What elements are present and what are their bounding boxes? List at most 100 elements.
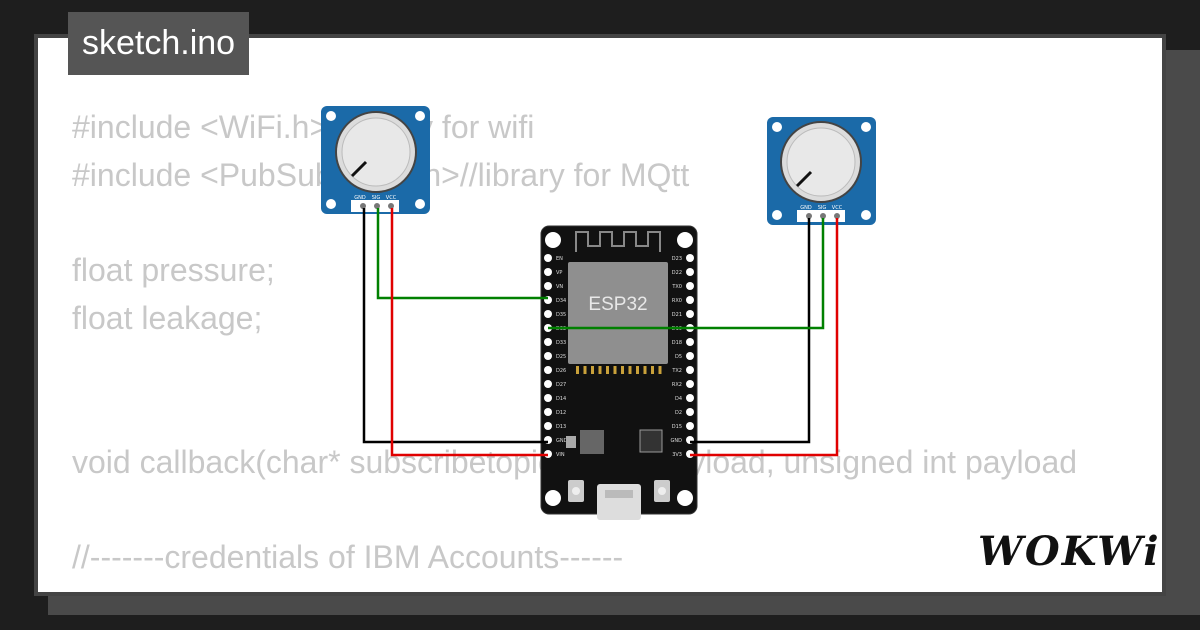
usb-port bbox=[597, 484, 641, 520]
chip-pad bbox=[598, 366, 602, 374]
header-pin[interactable] bbox=[544, 310, 552, 318]
header-pin-label: VP bbox=[556, 270, 562, 276]
header-pin[interactable] bbox=[544, 282, 552, 290]
header-pin[interactable] bbox=[686, 394, 694, 402]
chip-pad bbox=[651, 366, 654, 374]
header-pin-label: D26 bbox=[556, 368, 566, 374]
header-pin-label: D13 bbox=[556, 424, 566, 430]
header-pin[interactable] bbox=[544, 380, 552, 388]
header-pin-label: D18 bbox=[672, 340, 682, 346]
wires bbox=[362, 208, 839, 457]
header-pin-label: D12 bbox=[556, 410, 566, 416]
esp32-board[interactable]: ESP32 ENVPVND34D35D32D33D25D26D27D14D12D… bbox=[540, 225, 698, 520]
header-pin-label: RX2 bbox=[672, 382, 682, 388]
pin-label-vcc: VCC bbox=[832, 205, 843, 211]
button-cap bbox=[572, 487, 580, 495]
header-pin-label: D14 bbox=[556, 396, 566, 402]
esp32-chip-label: ESP32 bbox=[588, 294, 647, 315]
pin-label-sig: SIG bbox=[372, 195, 381, 201]
potentiometer-right[interactable]: GND SIG VCC bbox=[767, 117, 876, 225]
header-pin[interactable] bbox=[686, 408, 694, 416]
header-pin[interactable] bbox=[544, 408, 552, 416]
header-pin-label: D15 bbox=[672, 424, 682, 430]
pin-label-gnd: GND bbox=[800, 205, 812, 211]
wokwi-logo: WOKWi bbox=[978, 528, 1161, 575]
code-line: float leakage; bbox=[72, 300, 263, 336]
wire-right-sig[interactable] bbox=[548, 218, 825, 330]
header-pin-label: RX0 bbox=[672, 298, 682, 304]
header-pin-label: D35 bbox=[556, 312, 566, 318]
chip-pads bbox=[576, 366, 662, 374]
mount-hole bbox=[545, 232, 561, 248]
usb-socket bbox=[605, 490, 633, 498]
potentiometer-left[interactable]: GND SIG VCC bbox=[321, 106, 430, 214]
knob-pointer bbox=[795, 170, 813, 188]
header-pin[interactable] bbox=[544, 394, 552, 402]
chip-pad bbox=[636, 366, 639, 374]
mount-hole bbox=[677, 232, 693, 248]
header-pin[interactable] bbox=[686, 282, 694, 290]
header-pin[interactable] bbox=[686, 422, 694, 430]
header-pin[interactable] bbox=[544, 254, 552, 262]
usb-uart-chip bbox=[639, 429, 663, 453]
chip-pad bbox=[576, 366, 579, 374]
header-pin-label: VIN bbox=[556, 452, 565, 458]
pin-label-sig: SIG bbox=[818, 205, 827, 211]
wire-left-gnd[interactable] bbox=[362, 208, 548, 444]
header-pin[interactable] bbox=[544, 338, 552, 346]
header-pin[interactable] bbox=[686, 254, 694, 262]
esp32-chip bbox=[568, 262, 668, 364]
mount-hole bbox=[677, 490, 693, 506]
wire-left-vcc[interactable] bbox=[390, 208, 548, 457]
header-pin-label: D5 bbox=[675, 354, 682, 360]
regulator-tab bbox=[566, 436, 576, 448]
header-pin-label: EN bbox=[556, 256, 563, 262]
wire-right-gnd[interactable] bbox=[690, 218, 811, 444]
antenna-trace bbox=[575, 231, 661, 252]
header-pin-label: GND bbox=[671, 438, 683, 444]
header-pin[interactable] bbox=[544, 366, 552, 374]
knob-pointer bbox=[350, 160, 368, 178]
header-pin[interactable] bbox=[544, 422, 552, 430]
header-pin-label: D27 bbox=[556, 382, 566, 388]
wire-right-vcc[interactable] bbox=[690, 218, 839, 457]
chip-pad bbox=[621, 366, 624, 374]
header-pin[interactable] bbox=[686, 268, 694, 276]
header-pin-label: GND bbox=[556, 438, 568, 444]
pin-label-gnd: GND bbox=[354, 195, 366, 201]
header-pin[interactable] bbox=[686, 296, 694, 304]
chip-pad bbox=[606, 366, 609, 374]
chip-pad bbox=[591, 366, 594, 374]
header-pin[interactable] bbox=[544, 268, 552, 276]
wire-left-sig[interactable] bbox=[376, 208, 548, 300]
chip-pad bbox=[628, 366, 632, 374]
header-pin-label: D21 bbox=[672, 312, 682, 318]
header-pin-label: TX2 bbox=[671, 368, 682, 374]
pin-label-vcc: VCC bbox=[386, 195, 397, 201]
voltage-regulator bbox=[580, 430, 604, 454]
header-pin[interactable] bbox=[686, 338, 694, 346]
header-pin-label: 3V3 bbox=[672, 452, 682, 458]
header-pin[interactable] bbox=[686, 310, 694, 318]
header-pin-label: D34 bbox=[556, 298, 566, 304]
header-pin[interactable] bbox=[544, 352, 552, 360]
header-pin-label: D25 bbox=[556, 354, 566, 360]
header-pin-label: TX0 bbox=[671, 284, 682, 290]
header-pin[interactable] bbox=[686, 352, 694, 360]
chip-pad bbox=[613, 366, 617, 374]
header-pin-label: D23 bbox=[672, 256, 682, 262]
header-pin-label: D22 bbox=[672, 270, 682, 276]
chip-pad bbox=[658, 366, 662, 374]
header-pin-label: VN bbox=[556, 284, 563, 290]
file-tab[interactable]: sketch.ino bbox=[68, 12, 250, 75]
header-pin[interactable] bbox=[686, 366, 694, 374]
header-pin[interactable] bbox=[686, 380, 694, 388]
code-line: //-------credentials of IBM Accounts----… bbox=[72, 539, 624, 575]
header-pin-label: D33 bbox=[556, 340, 566, 346]
chip-pad bbox=[643, 366, 647, 374]
mount-hole bbox=[545, 490, 561, 506]
header-pin-label: D4 bbox=[675, 396, 682, 402]
header-pin-label: D2 bbox=[675, 410, 682, 416]
button-cap bbox=[658, 487, 666, 495]
